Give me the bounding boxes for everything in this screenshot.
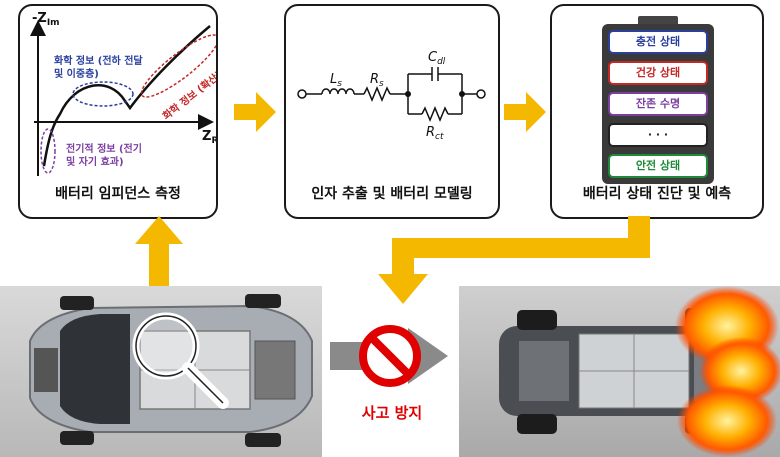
modeling-panel: Ls Rs Cdl Rct 인자 추출 및 배터리 모델링 (284, 4, 500, 219)
equivalent-circuit: Ls Rs Cdl Rct (297, 50, 486, 142)
fire-icon (675, 286, 780, 457)
nyquist-plot: -ZIm ZRe 화학 정보 (전하 전달 및 이중층) 화학 정보 (확산) … (30, 11, 216, 176)
modeling-caption: 인자 추출 및 배터리 모델링 (311, 186, 473, 202)
chem-label-2: 및 이중층) (54, 67, 99, 80)
y-axis-label: -ZIm (32, 11, 60, 28)
cdl-label: Cdl (428, 50, 446, 67)
state-item: · · · (608, 123, 708, 147)
rs-label: Rs (370, 72, 384, 89)
nyquist-curve (42, 25, 211, 167)
impedance-panel: -ZIm ZRe 화학 정보 (전하 전달 및 이중층) 화학 정보 (확산) … (18, 4, 218, 219)
electrical-region (40, 128, 56, 174)
resistor-ct-icon (421, 106, 449, 122)
state-item: 잔존 수명 (608, 92, 708, 116)
car-photo-right (459, 286, 780, 457)
elec-label-2: 및 자기 효과) (66, 155, 124, 168)
rct-label: Rct (426, 125, 444, 142)
prohibition-icon (359, 325, 421, 387)
arrow-right-1 (234, 92, 276, 132)
impedance-caption: 배터리 임피던스 측정 (55, 186, 181, 202)
accident-prevention-label: 사고 방지 (361, 404, 423, 422)
resistor-icon (363, 86, 391, 102)
terminal-left (297, 89, 307, 99)
terminal-right (476, 89, 486, 99)
arrow-right-2 (504, 92, 546, 132)
state-item: 안전 상태 (608, 154, 708, 178)
diffusion-region (140, 34, 216, 98)
elec-label-1: 전기적 정보 (전기 (66, 142, 142, 155)
inductor-icon (321, 88, 355, 95)
diagnosis-caption: 배터리 상태 진단 및 예측 (582, 186, 732, 202)
state-item: 충전 상태 (608, 30, 708, 54)
state-item: 건강 상태 (608, 61, 708, 85)
charge-transfer-region (72, 81, 134, 107)
x-axis-label: ZRe (202, 129, 216, 146)
magnifier-icon (132, 312, 229, 409)
diffusion-label: 화학 정보 (확산) (160, 68, 216, 122)
arrow-up (135, 216, 183, 302)
chem-label: 화학 정보 (전하 전달 (54, 54, 143, 67)
car-photo-left (0, 286, 322, 457)
ls-label: Ls (330, 72, 342, 89)
arrow-bent (378, 216, 650, 304)
